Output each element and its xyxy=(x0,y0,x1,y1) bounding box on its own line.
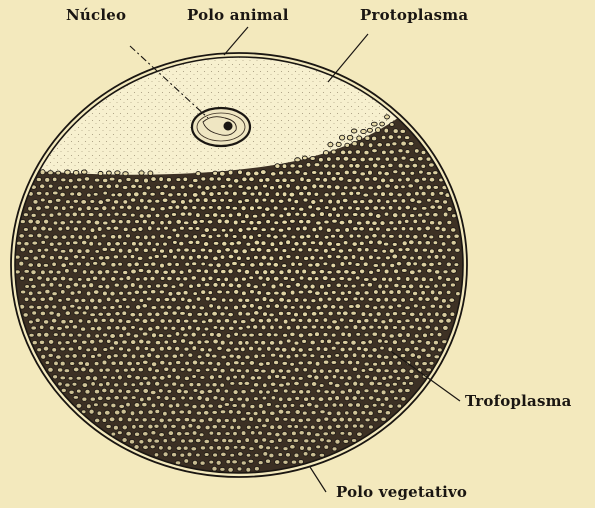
label-protoplasma: Protoplasma xyxy=(360,8,468,23)
yolk-granule xyxy=(385,115,390,119)
yolk-granule xyxy=(351,129,357,133)
leader-line-polo-vegetativo xyxy=(310,467,326,492)
leader-line-polo-animal xyxy=(224,27,248,55)
nucleus xyxy=(192,108,250,146)
yolk-granule xyxy=(106,171,111,175)
yolk-granule xyxy=(339,135,344,140)
yolk-granule xyxy=(81,170,87,174)
yolk-granule xyxy=(347,135,353,140)
label-polo-vegetativo: Polo vegetativo xyxy=(336,485,467,500)
yolk-granule xyxy=(328,142,333,146)
label-trofoplasma: Trofoplasma xyxy=(465,394,572,409)
yolk-granule xyxy=(361,129,367,133)
yolk-granule xyxy=(139,171,144,175)
yolk-granule xyxy=(367,128,372,132)
label-polo-animal: Polo animal xyxy=(187,8,289,23)
yolk-granule xyxy=(336,142,341,146)
yolk-granule xyxy=(371,122,377,126)
label-nucleo: Núcleo xyxy=(66,8,126,23)
yolk-granule xyxy=(115,171,120,175)
leader-line-protoplasma xyxy=(328,34,368,82)
nucleolus xyxy=(224,122,233,131)
yolk-granule xyxy=(380,122,385,126)
